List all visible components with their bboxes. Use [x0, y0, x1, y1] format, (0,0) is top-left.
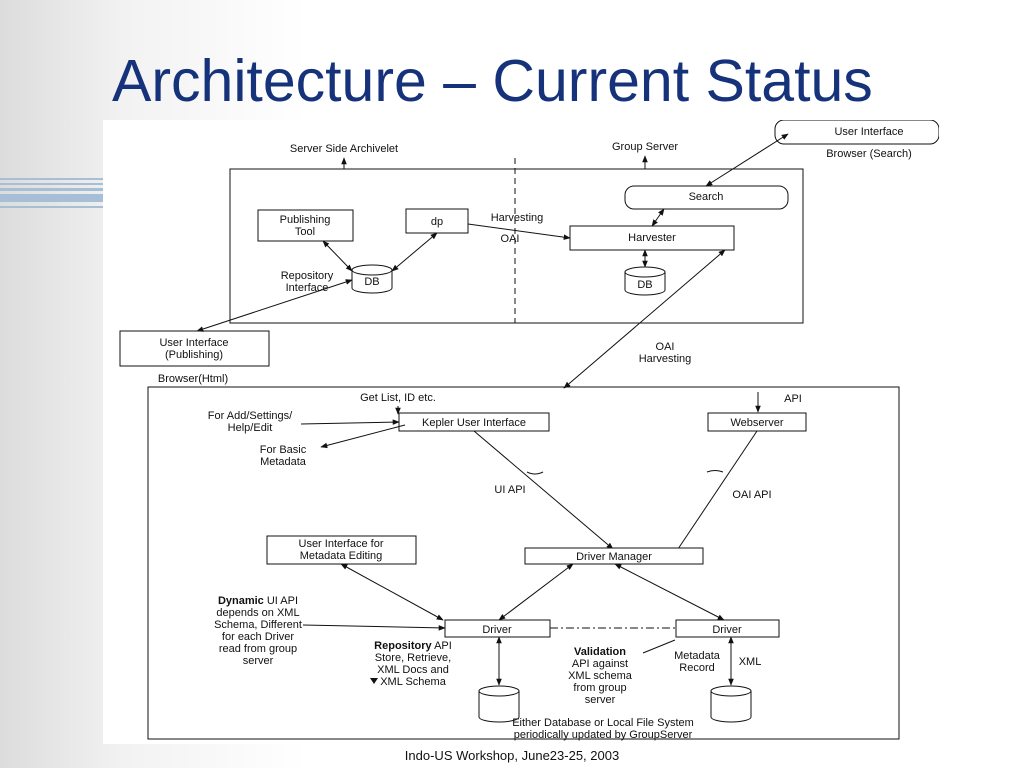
metadata-record-line1: Metadata [674, 650, 721, 662]
server-side-archivelet-label: Server Side Archivelet [290, 143, 398, 155]
ui-search-box [774, 120, 939, 145]
dynamic-line3: for each Driver [222, 631, 294, 643]
validation-line3: from group [573, 682, 626, 694]
dynamic-bold: Dynamic [218, 595, 264, 607]
manager-driver-left-arrow [498, 563, 574, 621]
driver-manager-box [524, 547, 704, 565]
driver-left-label: Driver [482, 624, 512, 636]
repository-line2: XML Docs and [377, 664, 449, 676]
webserver-label: Webserver [731, 417, 784, 429]
harvester-label: Harvester [628, 232, 676, 244]
api-label: API [784, 393, 802, 405]
for-basic-line1: For Basic [260, 444, 307, 456]
db-bottom-left-cylinder [478, 685, 520, 723]
ui-api-label: UI API [494, 484, 525, 496]
for-basic-line2: Metadata [260, 456, 307, 468]
oai-api-tick [706, 470, 724, 473]
publishing-tool-box [257, 209, 354, 242]
ui-search-label: User Interface [834, 126, 903, 138]
dp-db-arrow [391, 232, 438, 272]
oai-harvesting-line1: OAI [656, 341, 675, 353]
publishing-db-arrow [322, 240, 353, 272]
ui-metadata-editing-line2: Metadata Editing [300, 550, 383, 562]
repository-line3: XML Schema [380, 676, 447, 688]
for-basic-arrow [320, 424, 406, 449]
db-right-label: DB [637, 279, 652, 291]
ui-publishing-box [119, 330, 270, 367]
repository-heading: Repository API [374, 640, 452, 652]
repository-rest: API [432, 640, 452, 652]
dp-harvester-arrow [467, 223, 571, 240]
repository-interface-line2: Interface [286, 282, 329, 294]
validation-pointer [642, 639, 676, 654]
publishing-tool-line1: Publishing [280, 214, 331, 226]
repository-line1: Store, Retrieve, [375, 652, 451, 664]
driver-manager-label: Driver Manager [576, 551, 652, 563]
xml-label: XML [739, 656, 762, 668]
ui-metadata-editing-box [266, 535, 417, 565]
slide-footer: Indo-US Workshop, June23-25, 2003 [404, 748, 620, 763]
validation-line2: XML schema [568, 670, 633, 682]
bottom-frame [147, 386, 900, 740]
driver-right-box [675, 619, 780, 638]
dynamic-line1: depends on XML [216, 607, 299, 619]
validation-line1: API against [572, 658, 628, 670]
for-add-line1: For Add/Settings/ [208, 410, 293, 422]
ui-publishing-line1: User Interface [159, 337, 228, 349]
browser-html-label: Browser(Html) [158, 373, 228, 385]
get-list-label: Get List, ID etc. [360, 392, 436, 404]
repository-down-marker [370, 678, 378, 684]
architecture-diagram: Server Side Archivelet Group Server User… [103, 120, 939, 744]
oai-harvesting-arrow [563, 249, 726, 389]
webserver-driver-manager-line [677, 430, 758, 550]
ui-metadata-editing-line1: User Interface for [299, 538, 384, 550]
for-add-arrow [300, 419, 400, 425]
harvesting-top-label: Harvesting [491, 212, 544, 224]
oai-api-label: OAI API [732, 489, 771, 501]
publishing-tool-line2: Tool [295, 226, 315, 238]
either-db-line1: Either Database or Local File System [512, 717, 694, 729]
slide-title: Architecture – Current Status [112, 48, 873, 114]
group-server-label: Group Server [612, 141, 678, 153]
dp-label: dp [431, 216, 443, 228]
for-add-line2: Help/Edit [228, 422, 273, 434]
diagram-canvas: Server Side Archivelet Group Server User… [119, 120, 939, 741]
validation-line4: server [585, 694, 616, 706]
db-left-label: DB [364, 276, 379, 288]
harvester-search-arrow [651, 208, 665, 227]
oai-top-label: OAI [501, 233, 520, 245]
kepler-ui-label: Kepler User Interface [422, 417, 526, 429]
oai-harvesting-line2: Harvesting [639, 353, 692, 365]
dynamic-driver-arrow [302, 624, 446, 631]
validation-bold: Validation [574, 646, 626, 658]
top-frame [229, 168, 804, 324]
search-ui-arrow [705, 133, 789, 187]
ui-publishing-line2: (Publishing) [165, 349, 223, 361]
ui-api-tick [526, 471, 544, 475]
search-label: Search [689, 191, 724, 203]
repository-bold: Repository [374, 640, 432, 652]
manager-driver-right-arrow [614, 563, 725, 621]
dynamic-line2: Schema, Different [214, 619, 302, 631]
dynamic-rest: UI API [264, 595, 298, 607]
browser-search-label: Browser (Search) [826, 148, 912, 160]
dynamic-line4: read from group [219, 643, 297, 655]
metadata-record-line2: Record [679, 662, 714, 674]
kepler-driver-manager-arrow [473, 430, 614, 550]
db-bottom-right-cylinder [710, 685, 752, 723]
driver-right-label: Driver [712, 624, 742, 636]
dynamic-heading: Dynamic UI API [218, 595, 298, 607]
dynamic-line5: server [243, 655, 274, 667]
db-left-cylinder [351, 264, 393, 294]
metadata-editing-driver-arrow [340, 563, 444, 621]
repository-interface-line1: Repository [281, 270, 334, 282]
either-db-line2: periodically updated by GroupServer [514, 729, 693, 741]
ui-publishing-db-arrow [196, 279, 353, 332]
decorative-stripes [0, 178, 104, 228]
